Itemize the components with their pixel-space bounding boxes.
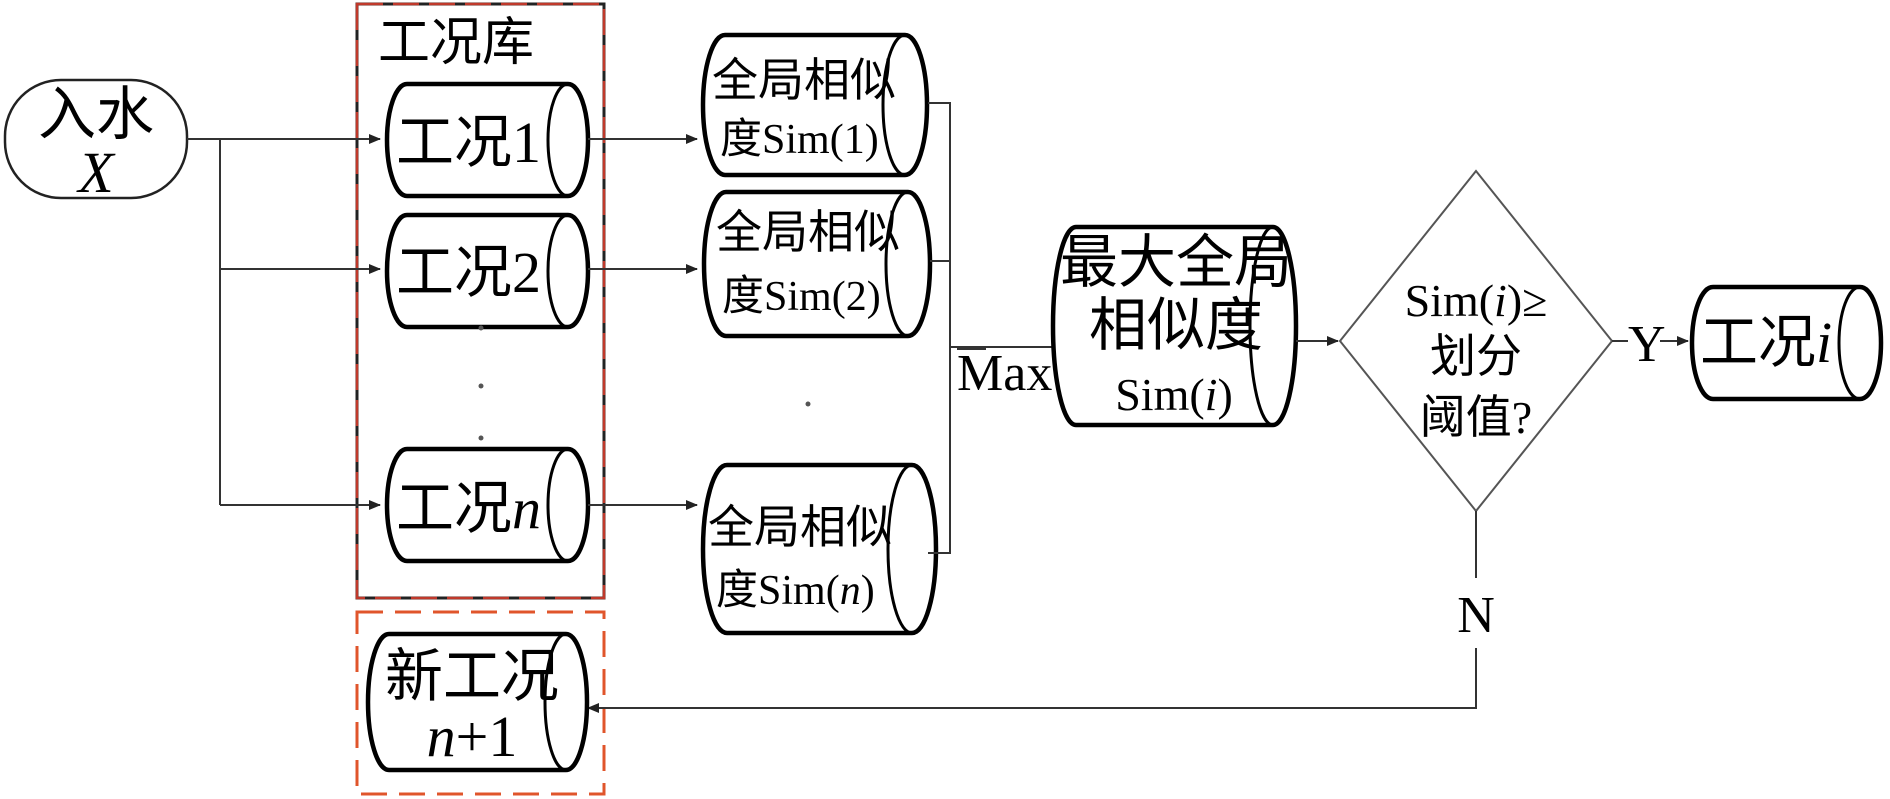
- input-node: 入水 X: [3, 78, 189, 205]
- similarity-2-line1: 全局相似: [716, 207, 900, 258]
- decision-diamond: Sim(i)≥ 划分 阈值?: [1338, 169, 1614, 513]
- condition-1-label: 工况1: [396, 110, 541, 175]
- max-similarity-line1: 最大全局: [1060, 230, 1292, 295]
- condition-n: 工况n: [384, 446, 591, 564]
- max-similarity-line3: Sim(i): [1115, 369, 1233, 420]
- condition-1: 工况1: [384, 81, 591, 199]
- input-label: 入水: [38, 82, 154, 147]
- max-similarity-line2: 相似度: [1089, 293, 1263, 358]
- new-condition: 新工况 n+1: [365, 631, 590, 773]
- condition-connectors: [588, 134, 698, 510]
- similarity-n-line2: 度Sim(n): [716, 568, 875, 614]
- input-connectors: [187, 134, 381, 510]
- similarity-2: 全局相似 度Sim(2): [701, 189, 933, 339]
- similarity-n-line1: 全局相似: [708, 502, 892, 553]
- new-condition-line2: n+1: [427, 704, 518, 769]
- decision-line3: 阈值?: [1420, 392, 1532, 443]
- similarity-n: 全局相似 度Sim(n): [700, 462, 939, 636]
- decision-line1: Sim(i)≥: [1405, 275, 1548, 326]
- library-title: 工况库: [378, 15, 534, 72]
- result-condition: 工况i: [1689, 284, 1884, 402]
- yes-label: Y: [1628, 316, 1666, 373]
- max-bracket: Max: [928, 102, 1063, 554]
- condition-2: 工况2: [384, 212, 591, 330]
- no-label: N: [1457, 587, 1495, 644]
- similarity-1-line1: 全局相似: [712, 55, 896, 106]
- no-branch: N: [587, 511, 1495, 713]
- max-similarity: 最大全局 相似度 Sim(i): [1050, 224, 1299, 428]
- new-condition-line1: 新工况: [385, 644, 559, 709]
- max-label: Max: [957, 345, 1052, 402]
- similarity-1: 全局相似 度Sim(1): [700, 32, 930, 178]
- similarity-2-line2: 度Sim(2): [722, 274, 881, 320]
- result-label: 工况i: [1700, 310, 1832, 375]
- condition-n-label: 工况n: [396, 476, 541, 541]
- input-variable: X: [76, 140, 116, 205]
- condition-2-label: 工况2: [396, 240, 541, 305]
- yes-branch: Y: [1612, 316, 1689, 373]
- similarity-1-line2: 度Sim(1): [720, 117, 879, 163]
- new-condition-group: [355, 610, 606, 796]
- decision-line2: 划分: [1430, 331, 1522, 382]
- condition-library: 工况库: [355, 2, 606, 600]
